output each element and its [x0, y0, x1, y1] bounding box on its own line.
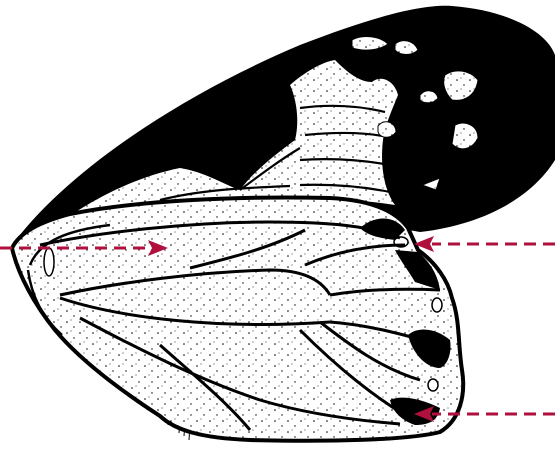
- eyespot: [428, 379, 438, 391]
- eyespot: [44, 248, 54, 276]
- upper-right-arrow: [414, 236, 555, 252]
- forewing-spot: [378, 122, 396, 138]
- hindwing: [12, 198, 463, 441]
- forewing-spot: [420, 91, 438, 103]
- eyespot: [432, 298, 442, 312]
